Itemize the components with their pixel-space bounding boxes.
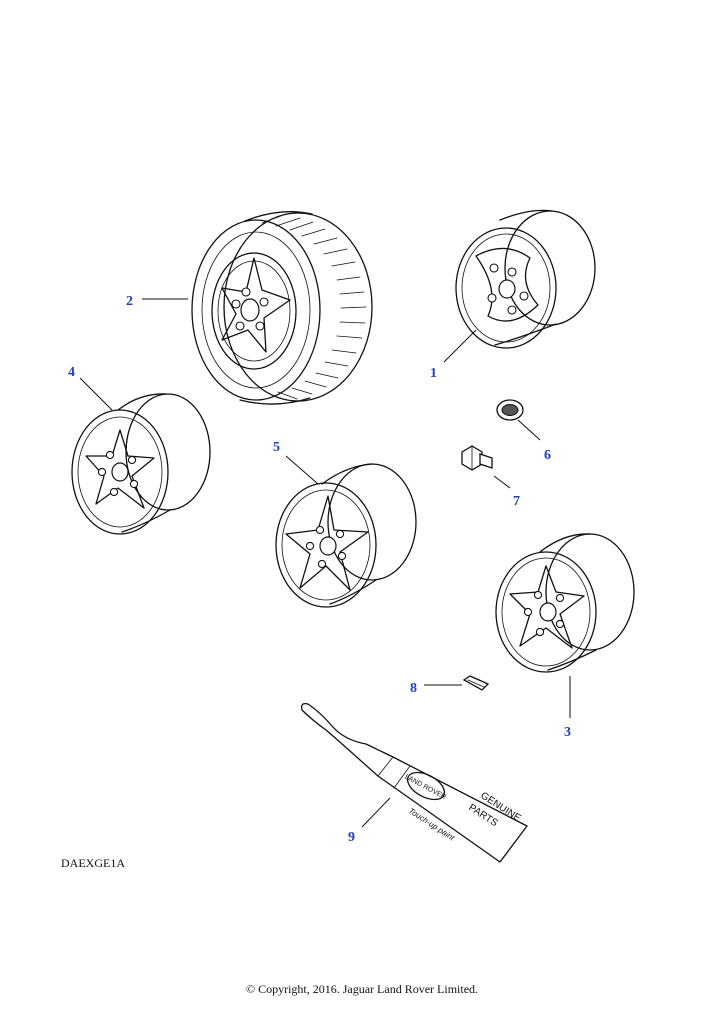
part-6-centre-cap-drawing[interactable] [496,399,524,421]
callout-6[interactable]: 6 [544,448,551,463]
paint-pen-label-line3: Touch-up paint [407,806,457,843]
callout-2[interactable]: 2 [126,294,133,309]
part-5-wheel-drawing[interactable] [275,463,417,608]
callout-5[interactable]: 5 [273,440,280,455]
part-4-wheel-drawing[interactable] [71,393,211,535]
part-2-wheel-tyre-drawing[interactable] [191,211,373,405]
part-9-paint-pen-drawing[interactable]: LAND ROVER GENUINE PARTS Touch-up paint [300,702,528,863]
part-8-balance-weight-drawing[interactable] [462,675,490,691]
leader-5 [285,455,319,485]
callout-7[interactable]: 7 [513,494,520,509]
callout-leader-lines [79,298,571,828]
callout-numbers: 2 1 4 6 5 7 8 3 9 [68,294,571,845]
leader-4 [79,377,113,411]
part-3-wheel-drawing[interactable] [495,533,635,673]
diagram-code: DAEXGE1A [61,856,125,870]
callout-4[interactable]: 4 [68,365,75,380]
callout-8[interactable]: 8 [410,681,417,696]
callout-1[interactable]: 1 [430,366,437,381]
leader-7 [493,475,511,489]
leader-1 [443,329,477,363]
copyright-notice: © Copyright, 2016. Jaguar Land Rover Lim… [245,982,479,996]
callout-9[interactable]: 9 [348,830,355,845]
leader-9 [361,797,391,828]
part-7-wheel-nut-drawing[interactable] [461,445,493,471]
leader-6 [517,419,541,441]
part-1-wheel-drawing[interactable] [455,209,596,349]
callout-3[interactable]: 3 [564,725,571,740]
